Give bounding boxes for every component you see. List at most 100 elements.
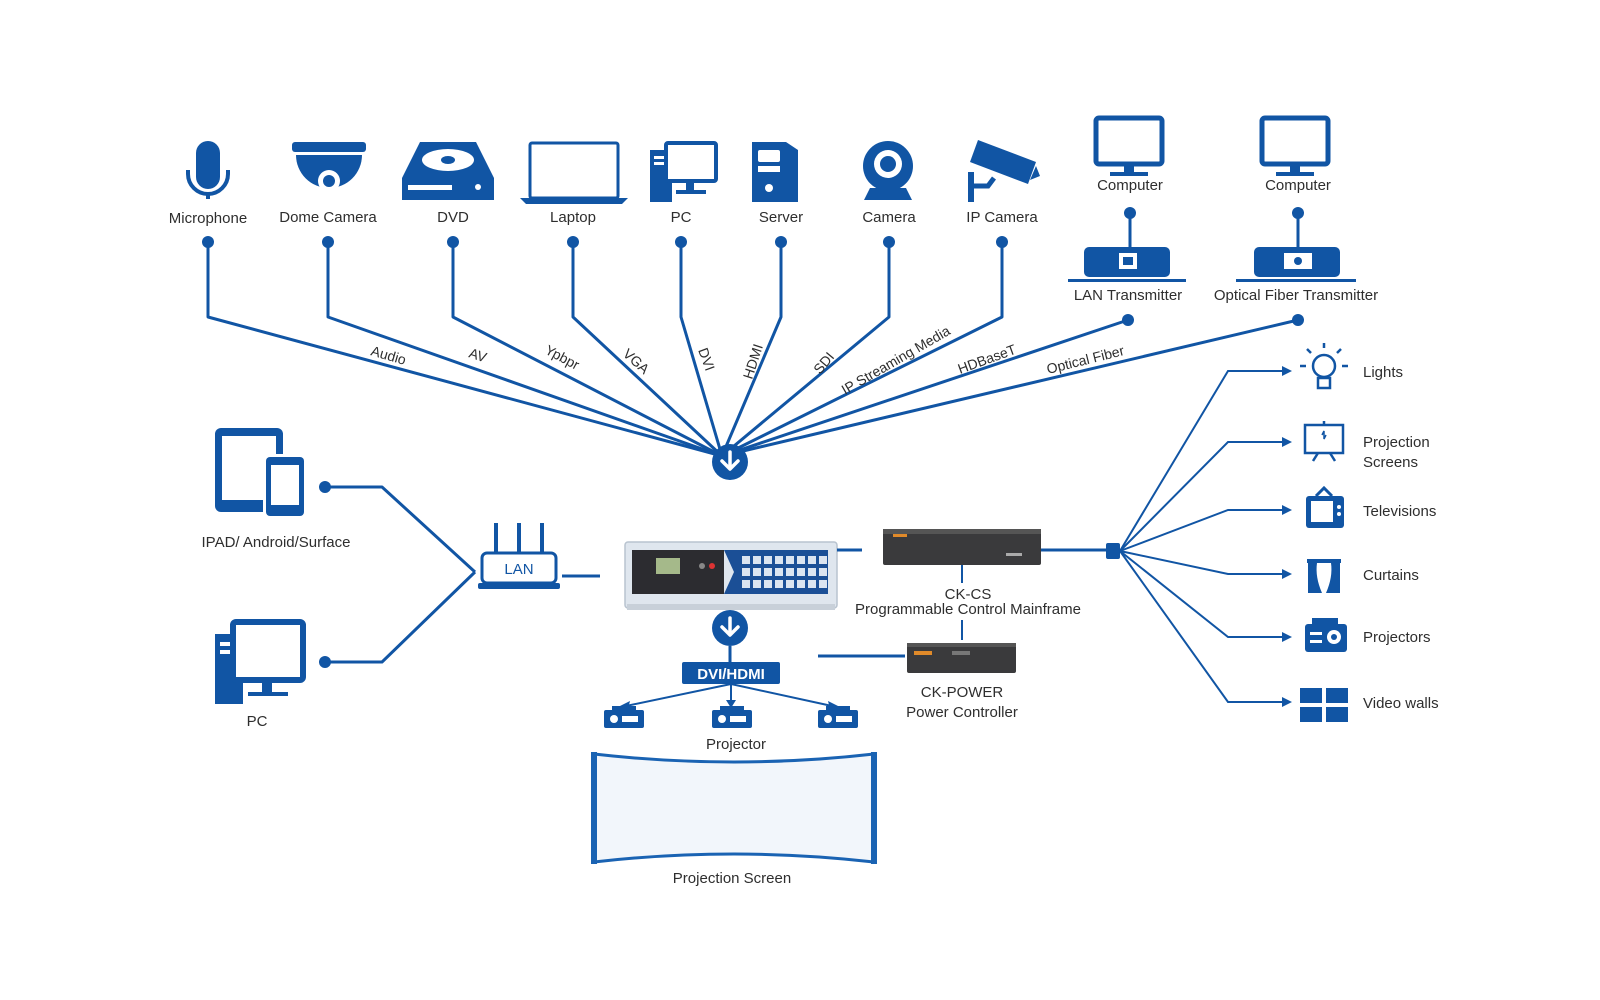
source-label: IP Camera	[966, 209, 1038, 226]
tablet-phone-icon	[215, 428, 307, 519]
matrix-port	[753, 556, 761, 564]
signal-label: DVI	[695, 346, 718, 373]
server-icon	[752, 142, 798, 202]
transmitter-label: Optical Fiber Transmitter	[1214, 287, 1378, 304]
matrix-port	[808, 556, 816, 564]
matrix-port	[819, 568, 827, 576]
video-wall-icon	[1300, 688, 1348, 722]
matrix-port	[808, 568, 816, 576]
matrix-port	[797, 568, 805, 576]
matrix-port	[797, 556, 805, 564]
computer-label: Computer	[1097, 177, 1163, 194]
interface-badge	[682, 662, 780, 684]
router-icon	[478, 523, 560, 589]
matrix-port	[786, 580, 794, 588]
controlled-label: Projectors	[1363, 629, 1431, 646]
controlled-label: Projection	[1363, 434, 1430, 451]
matrix-port	[819, 580, 827, 588]
matrix-switcher-device	[624, 541, 838, 610]
matrix-port	[753, 568, 761, 576]
source-label: Microphone	[169, 210, 247, 227]
transmitter-label: LAN Transmitter	[1074, 287, 1182, 304]
control-wires	[1119, 366, 1292, 707]
curtains-icon	[1307, 559, 1341, 593]
matrix-port	[764, 568, 772, 576]
projection-screen	[591, 752, 877, 864]
source-dots	[202, 207, 1304, 326]
client-wire	[325, 570, 477, 664]
dome-camera-icon	[292, 142, 366, 192]
dvd-icon	[402, 142, 494, 200]
power-name: CK-POWER	[921, 684, 1004, 701]
computer-label: Computer	[1265, 177, 1331, 194]
interface-label: DVI/HDMI	[697, 666, 765, 683]
controlled-label: Lights	[1363, 364, 1403, 381]
matrix-port	[775, 556, 783, 564]
mainframe-desc: Programmable Control Mainframe	[855, 601, 1081, 618]
ck-power-device	[907, 643, 1016, 673]
ck-cs-mainframe-device	[883, 529, 1041, 565]
matrix-port	[808, 580, 816, 588]
router-label: LAN	[504, 561, 533, 578]
matrix-port	[764, 580, 772, 588]
fiber-transmitter-icon	[1236, 247, 1356, 282]
source-label: Server	[759, 209, 803, 226]
desktop-pc-icon	[215, 619, 306, 704]
matrix-port	[786, 556, 794, 564]
source-label: Camera	[862, 209, 916, 226]
input-hub-arrow-icon	[712, 444, 748, 480]
signal-label: Ypbpr	[543, 342, 583, 373]
source-label: DVD	[437, 209, 469, 226]
signal-label: HDBaseT	[956, 341, 1019, 377]
output-arrow-icon	[712, 610, 748, 646]
projector-label: Projector	[706, 736, 766, 753]
signal-label: IP Streaming Media	[839, 322, 953, 397]
lan-transmitter-icon	[1068, 247, 1186, 282]
matrix-port	[742, 568, 750, 576]
controlled-label: Screens	[1363, 454, 1418, 471]
matrix-port	[742, 556, 750, 564]
matrix-port	[797, 580, 805, 588]
tv-icon	[1306, 485, 1344, 528]
signal-label: VGA	[620, 345, 653, 377]
bulb-icon	[1300, 343, 1348, 390]
client-label: PC	[247, 713, 268, 730]
matrix-port	[742, 580, 750, 588]
microphone-icon	[186, 141, 230, 199]
ip-camera-icon	[968, 140, 1040, 202]
client-wire	[325, 485, 477, 574]
controlled-label: Curtains	[1363, 567, 1419, 584]
matrix-port	[775, 580, 783, 588]
screen-label: Projection Screen	[673, 870, 791, 887]
projection-screen-icon	[1303, 421, 1345, 462]
pc-icon	[650, 141, 718, 202]
projector-wire	[730, 683, 833, 707]
signal-label: Audio	[369, 343, 408, 368]
source-label: PC	[671, 209, 692, 226]
source-label: Laptop	[550, 209, 596, 226]
projector-icon	[604, 706, 644, 728]
projector-icon	[1305, 618, 1347, 652]
laptop-icon	[520, 141, 628, 204]
client-label: IPAD/ Android/Surface	[202, 534, 351, 551]
matrix-port	[786, 568, 794, 576]
source-label: Dome Camera	[279, 209, 377, 226]
computer-icon	[1093, 115, 1165, 176]
webcam-icon	[863, 141, 913, 200]
computer-icon	[1259, 115, 1331, 176]
matrix-port	[819, 556, 827, 564]
signal-label: SDI	[810, 349, 837, 377]
controlled-label: Televisions	[1363, 503, 1436, 520]
matrix-port	[764, 556, 772, 564]
controlled-label: Video walls	[1363, 695, 1439, 712]
matrix-port-grid	[742, 556, 827, 588]
matrix-port	[775, 568, 783, 576]
control-connector	[1106, 543, 1120, 559]
projector-wire	[625, 683, 732, 707]
signal-label: AV	[467, 345, 489, 366]
projector-icon	[712, 706, 752, 728]
projector-icon	[818, 706, 858, 728]
mainframe-name: CK-CS	[945, 586, 992, 603]
power-desc: Power Controller	[906, 704, 1018, 721]
